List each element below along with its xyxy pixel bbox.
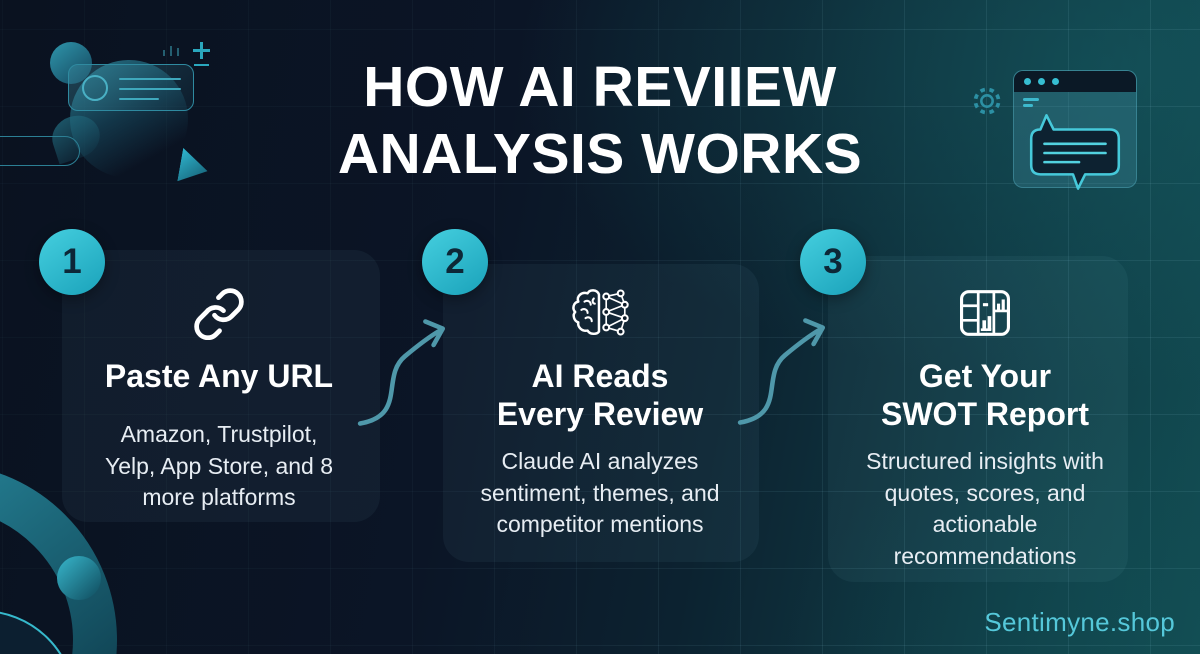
- corner-circle-decor: [0, 611, 62, 654]
- step-2-description: Claude AI analyzes sentiment, themes, an…: [480, 446, 719, 541]
- step-1-title: Paste Any URL: [105, 357, 333, 395]
- menu-line-decor: [1023, 104, 1033, 107]
- curved-arrow-icon: [357, 319, 446, 426]
- brand-watermark: Sentimyne.shop: [984, 607, 1175, 637]
- link-chain-icon: [192, 284, 246, 342]
- page-title-line2: ANALYSIS WORKS: [337, 121, 863, 186]
- text-line-decor: [119, 98, 159, 100]
- ring-arc-decor: [0, 473, 117, 654]
- circle-blob-decor: [50, 42, 92, 84]
- step-1: Paste Any URL Amazon, Trustpilot, Yelp, …: [78, 284, 360, 514]
- pill-outline-decor: [0, 136, 80, 166]
- ring-sphere-decor: [0, 473, 117, 654]
- menu-line-decor: [1023, 98, 1039, 101]
- review-card-icon: [68, 64, 194, 111]
- step-1-title-line: Paste Any URL: [104, 358, 334, 394]
- step-3-title-line: SWOT Report: [881, 396, 1089, 433]
- step-3: Get Your SWOT Report Structured insights…: [835, 284, 1135, 572]
- page-title: HOW AI REVIIEW ANALYSIS WORKS: [0, 54, 1200, 187]
- desc-line: Amazon, Trustpilot,: [120, 421, 318, 448]
- swot-grid-icon: [957, 284, 1013, 342]
- plus-icon: [191, 42, 213, 68]
- window-dot-icon: [1024, 78, 1031, 85]
- window-dot-icon: [1052, 78, 1059, 85]
- step-number-badge-2: 2: [422, 229, 488, 295]
- desc-line: Yelp, App Store, and 8: [104, 452, 334, 479]
- step-number-badge-3: 3: [800, 229, 866, 295]
- step-2-title: AI Reads Every Review: [497, 357, 703, 433]
- desc-line: competitor mentions: [496, 511, 704, 538]
- text-line-decor: [119, 88, 181, 90]
- step-number-badge-1: 1: [39, 229, 105, 295]
- desc-line: Claude AI analyzes: [501, 448, 699, 475]
- desc-line: sentiment, themes, and: [480, 479, 720, 506]
- step-3-title: Get Your SWOT Report: [881, 357, 1089, 433]
- text-line-decor: [119, 78, 181, 80]
- desc-line: recommendations: [893, 542, 1077, 569]
- avatar-circle-icon: [82, 75, 108, 101]
- step-card-2: [443, 264, 759, 562]
- curved-arrow-icon: [737, 318, 826, 425]
- step-2-title-line: AI Reads: [531, 358, 669, 394]
- step-2: AI Reads Every Review Claude AI analyzes…: [459, 284, 741, 541]
- step-1-description: Amazon, Trustpilot, Yelp, App Store, and…: [105, 419, 333, 514]
- desc-line: Structured insights with: [866, 448, 1104, 475]
- ai-brain-icon: [569, 284, 631, 342]
- browser-titlebar: [1014, 71, 1136, 92]
- page-title-line1: HOW AI REVIIEW: [363, 55, 837, 119]
- chat-bubble-icon: [1029, 114, 1121, 190]
- sphere-decor: [57, 556, 101, 600]
- desc-line: more platforms: [142, 484, 296, 511]
- desc-line: actionable: [932, 511, 1038, 538]
- gear-icon: [973, 87, 1001, 115]
- step-3-description: Structured insights with quotes, scores,…: [866, 446, 1104, 572]
- step-3-title-line: Get Your: [918, 358, 1052, 394]
- desc-line: quotes, scores, and: [884, 479, 1086, 506]
- step-2-title-line: Every Review: [496, 396, 704, 433]
- window-dot-icon: [1038, 78, 1045, 85]
